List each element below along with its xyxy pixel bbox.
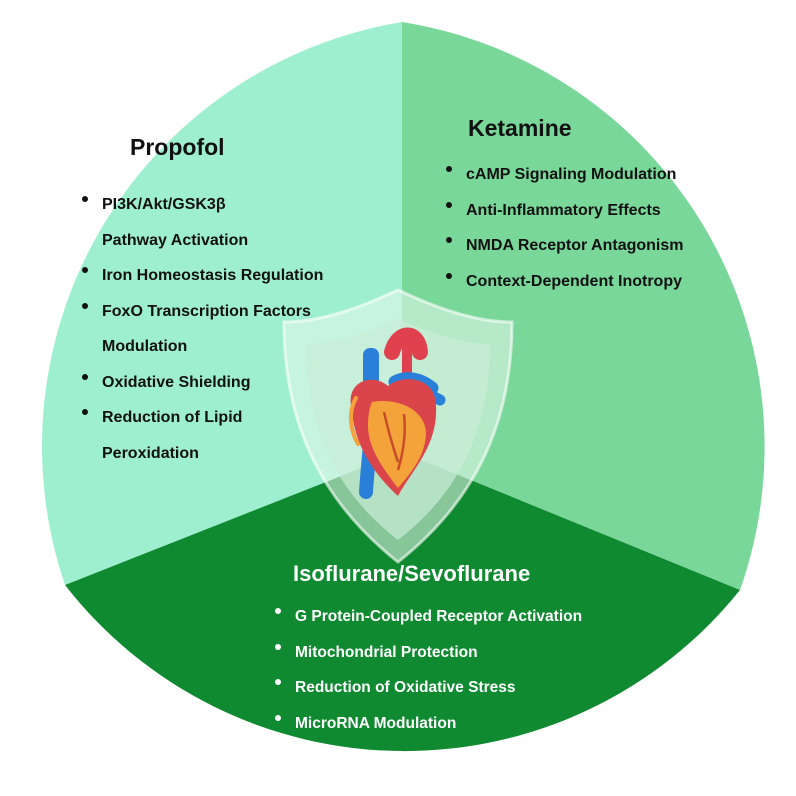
ketamine-list: cAMP Signaling Modulation Anti-Inflammat…	[444, 157, 744, 299]
segment-ketamine	[402, 22, 765, 590]
list-item: PI3K/Akt/GSK3β Pathway Activation	[80, 187, 272, 258]
list-item: Metabolic Advantages	[273, 741, 673, 777]
list-item: Reduction of Oxidative Stress	[273, 670, 673, 706]
list-item: NMDA Receptor Antagonism	[444, 228, 744, 264]
list-item: G Protein-Coupled Receptor Activation	[273, 599, 673, 635]
list-item: Context-Dependent Inotropy	[444, 264, 744, 300]
list-item: Anti-Inflammatory Effects	[444, 193, 744, 229]
heart-icon	[349, 327, 446, 499]
list-item: Oxidative Shielding	[80, 365, 380, 401]
list-item: FoxO Transcription Factors Modulation	[80, 294, 342, 365]
list-item: Mitochondrial Protection	[273, 635, 673, 671]
list-item: cAMP Signaling Modulation	[444, 157, 744, 193]
propofol-list: PI3K/Akt/GSK3β Pathway Activation Iron H…	[80, 187, 380, 471]
propofol-title: Propofol	[130, 134, 225, 160]
isoflurane-sevoflurane-list: G Protein-Coupled Receptor Activation Mi…	[273, 599, 673, 777]
ketamine-title: Ketamine	[468, 115, 572, 141]
isoflurane-sevoflurane-title: Isoflurane/Sevoflurane	[293, 561, 531, 586]
segment-isoflurane	[65, 452, 740, 752]
list-item: MicroRNA Modulation	[273, 706, 673, 742]
list-item: Reduction of Lipid Peroxidation	[80, 400, 272, 471]
list-item: Iron Homeostasis Regulation	[80, 258, 380, 294]
